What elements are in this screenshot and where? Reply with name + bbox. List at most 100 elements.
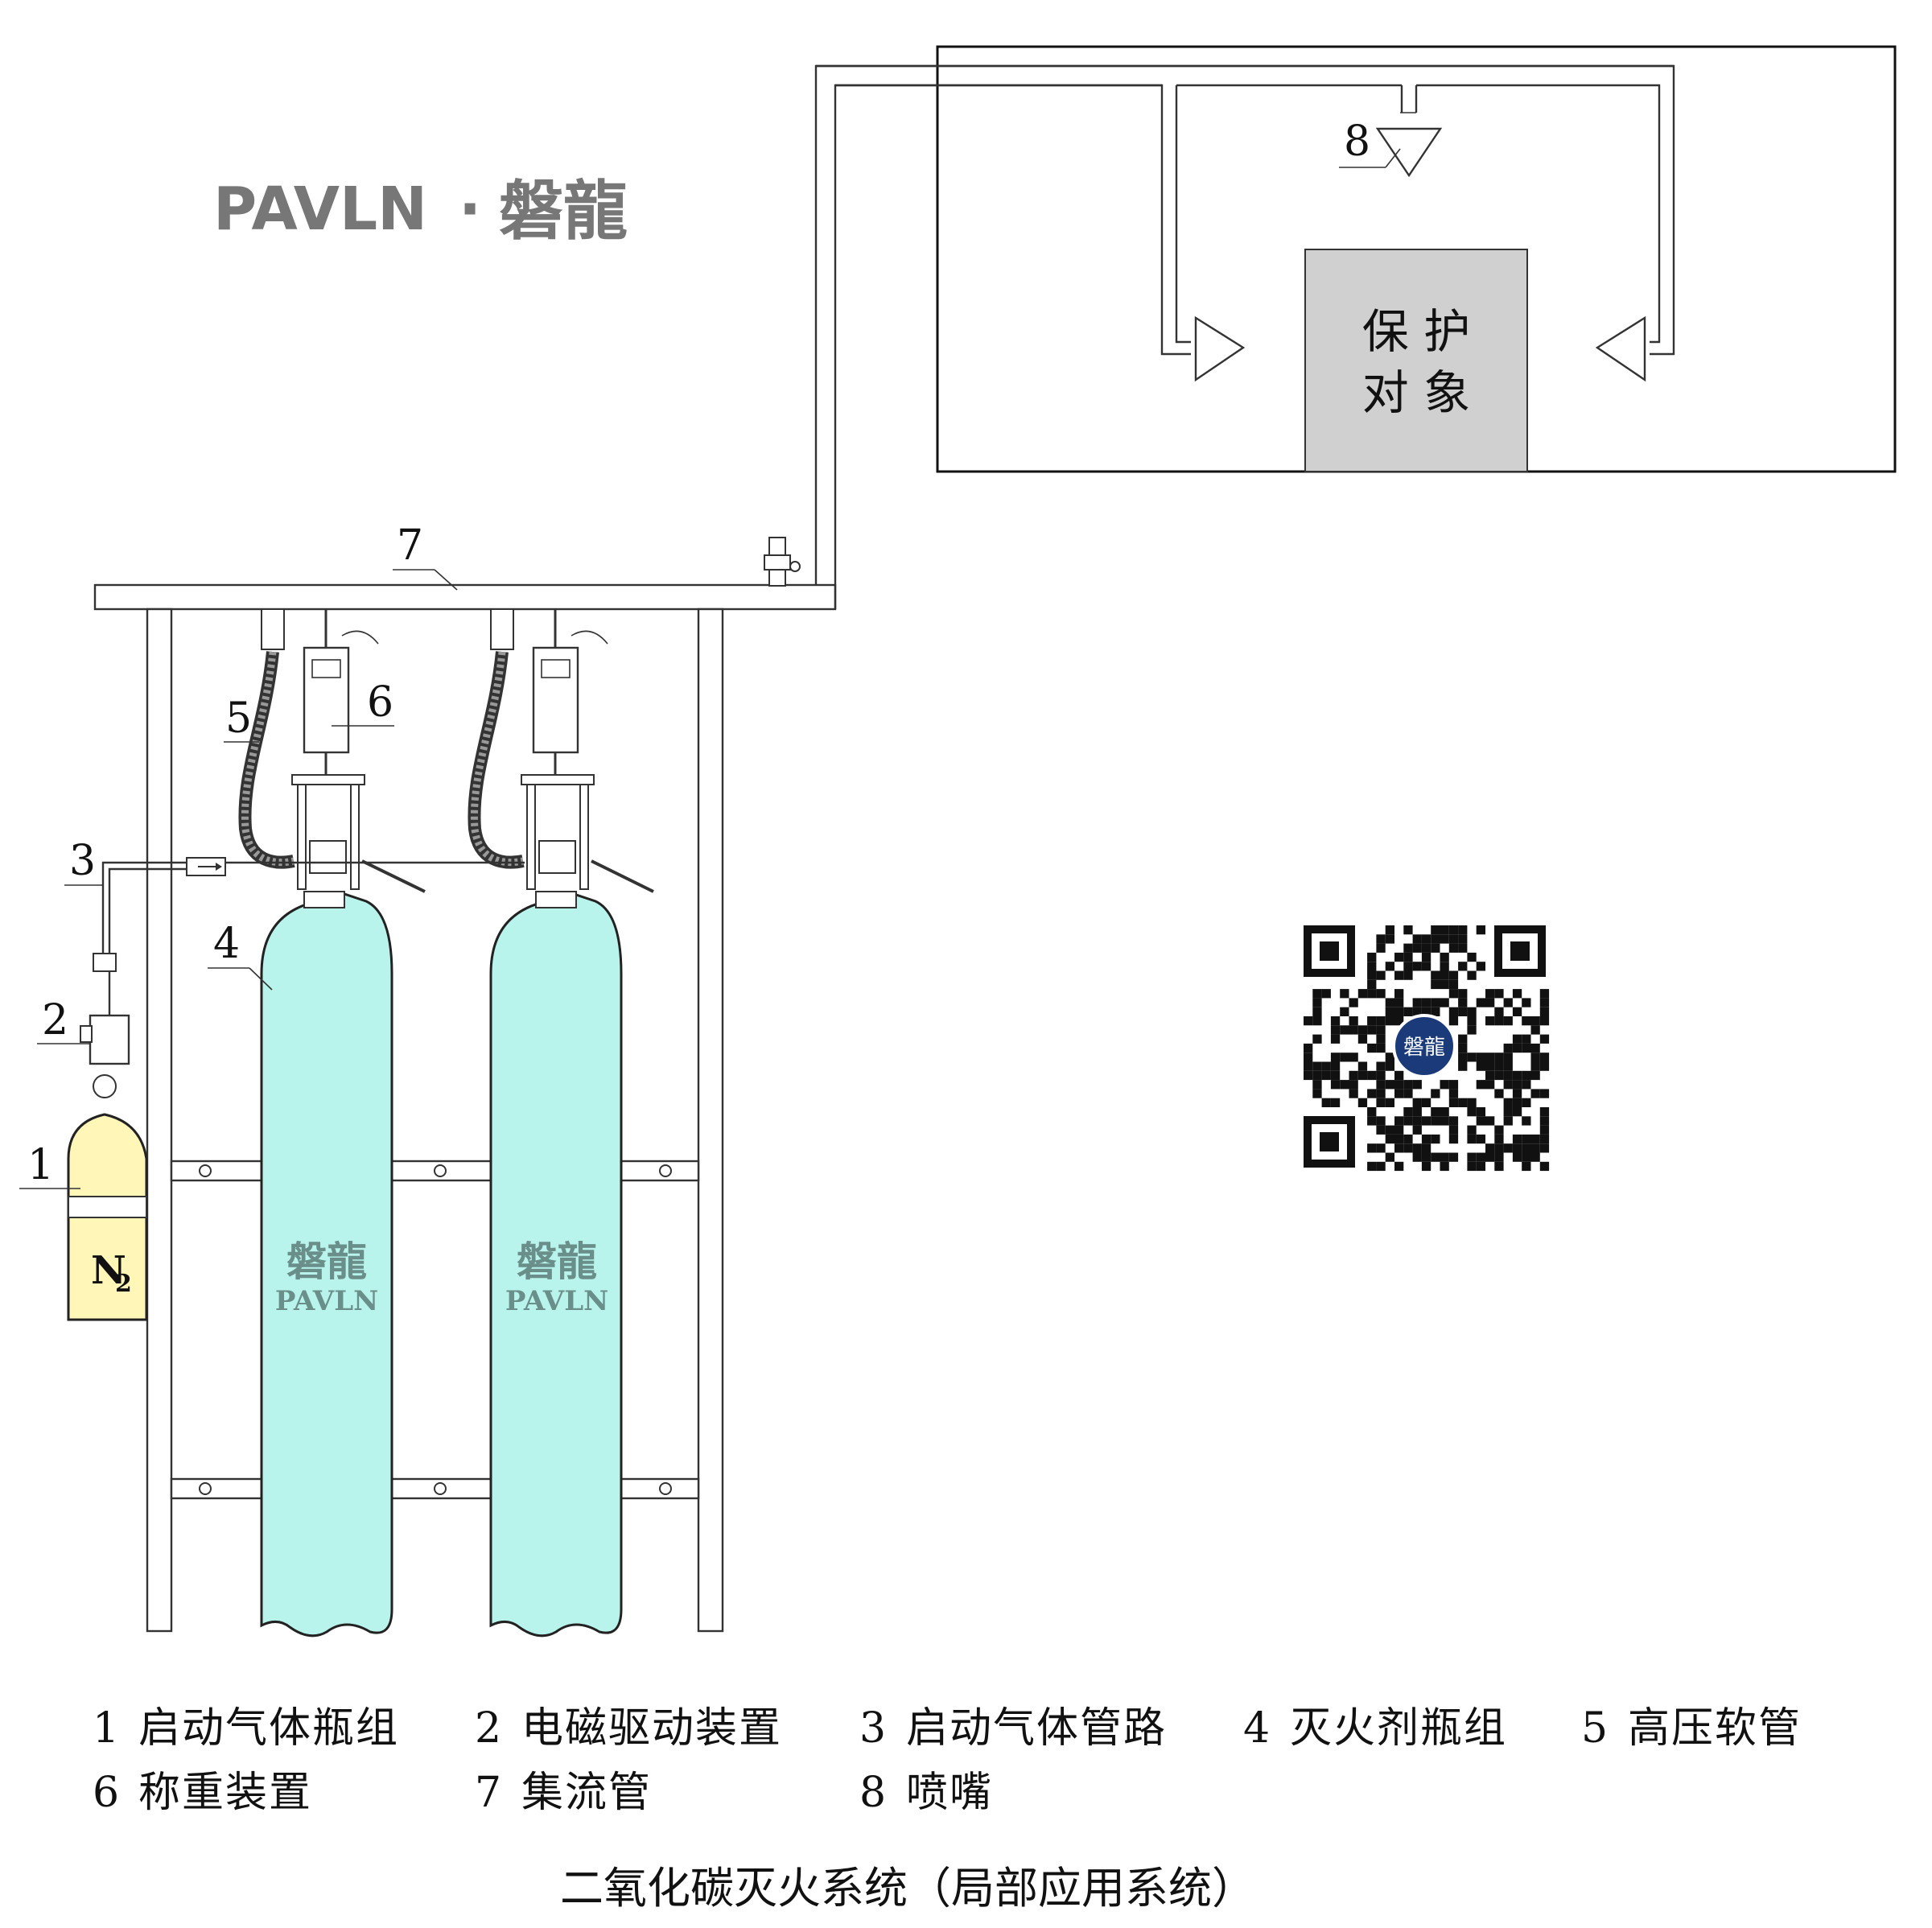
callout-3: 3 <box>69 837 96 885</box>
qr-module <box>1539 1161 1550 1172</box>
qr-module <box>1530 1143 1540 1153</box>
qr-module <box>1385 925 1394 935</box>
qr-module <box>1431 1089 1440 1098</box>
qr-module <box>1467 1016 1477 1026</box>
qr-module <box>1367 1107 1377 1117</box>
qr-module <box>1503 1061 1513 1071</box>
qr-module <box>1330 1070 1341 1081</box>
qr-module <box>1539 1143 1550 1153</box>
qr-module <box>1394 970 1404 980</box>
qr-module <box>1385 1061 1394 1071</box>
qr-module <box>1476 1134 1485 1144</box>
qr-module <box>1412 1125 1422 1135</box>
qr-module <box>1448 925 1459 935</box>
qr-module <box>1340 989 1349 999</box>
protected-object-line1: 保 护 <box>1362 304 1470 359</box>
legend-item-5: 5 高压软管 <box>1581 1704 1800 1753</box>
qr-module <box>1522 1070 1531 1081</box>
legend-item-4: 4 灭火剂瓶组 <box>1243 1704 1506 1753</box>
qr-module <box>1367 979 1377 990</box>
qr-module <box>1485 1116 1495 1126</box>
qr-module <box>1530 1089 1540 1098</box>
qr-module <box>1321 1070 1331 1081</box>
legend-text-8: 喷嘴 <box>906 1769 993 1817</box>
qr-module <box>1312 1034 1322 1044</box>
qr-module <box>1403 1080 1413 1090</box>
qr-module <box>1394 1116 1404 1126</box>
qr-module <box>1403 952 1413 962</box>
qr-module <box>1522 1034 1531 1044</box>
qr-module <box>1476 925 1485 935</box>
legend-item-2: 2 电磁驱动装置 <box>475 1704 781 1753</box>
qr-module <box>1412 1098 1422 1107</box>
agent-cylinder-2-label-cn: 磐龍 <box>517 1238 597 1285</box>
qr-module <box>1385 1125 1394 1135</box>
qr-module <box>1512 1152 1522 1162</box>
qr-module <box>1485 998 1495 1007</box>
qr-module <box>1321 1098 1331 1107</box>
starter-cylinder-gas-label: N <box>91 1248 126 1293</box>
qr-module <box>1349 1025 1358 1035</box>
qr-module <box>1340 1025 1349 1035</box>
qr-module <box>1394 952 1404 962</box>
qr-module <box>1503 1080 1513 1090</box>
protected-object-line2: 对 象 <box>1362 365 1470 420</box>
qr-module <box>1448 1116 1459 1126</box>
qr-module <box>1385 1007 1394 1016</box>
qr-module <box>1385 1134 1394 1144</box>
qr-module <box>1385 962 1394 971</box>
qr-module <box>1530 1016 1540 1026</box>
qr-module <box>1485 989 1495 999</box>
legend-item-6: 6 称重装置 <box>93 1769 311 1817</box>
qr-module <box>1431 1007 1440 1016</box>
qr-module <box>1376 1161 1386 1172</box>
qr-module <box>1476 962 1485 971</box>
logo-separator: · <box>459 175 481 244</box>
qr-module <box>1304 1053 1313 1062</box>
qr-module <box>1522 1080 1531 1090</box>
qr-module <box>1503 998 1513 1007</box>
qr-module <box>1403 970 1413 980</box>
qr-module <box>1431 1116 1440 1126</box>
qr-module <box>1330 1080 1341 1090</box>
qr-module <box>1476 1107 1485 1117</box>
qr-module <box>1376 943 1386 953</box>
qr-module <box>1512 1107 1522 1117</box>
qr-module <box>1312 1007 1322 1016</box>
qr-module <box>1503 1107 1513 1117</box>
qr-module <box>1485 1016 1495 1026</box>
qr-module <box>1539 1134 1550 1144</box>
qr-center-label: 磐龍 <box>1403 1036 1445 1060</box>
qr-module <box>1440 962 1449 971</box>
qr-module <box>1494 1143 1504 1153</box>
qr-module <box>1312 1061 1322 1071</box>
qr-module <box>1467 1161 1477 1172</box>
qr-module <box>1376 1070 1386 1081</box>
qr-module <box>1431 934 1440 944</box>
qr-code[interactable]: 磐龍 <box>1302 924 1550 1172</box>
qr-module <box>1539 1089 1550 1098</box>
qr-module <box>1385 1080 1394 1090</box>
nozzle-top <box>1375 127 1443 178</box>
qr-module <box>1530 1061 1540 1071</box>
qr-module <box>1376 1098 1386 1107</box>
cylinder-rack <box>146 608 724 1633</box>
qr-module <box>1367 1089 1377 1098</box>
qr-module <box>1421 1007 1431 1016</box>
qr-module <box>1412 943 1422 953</box>
qr-module <box>1394 989 1404 999</box>
qr-module <box>1367 970 1377 980</box>
agent-cylinder-1-label-cn: 磐龍 <box>286 1238 367 1285</box>
qr-module <box>1376 1034 1386 1044</box>
qr-module <box>1494 1161 1504 1172</box>
qr-module <box>1385 1098 1394 1107</box>
legend-item-7: 7 集流管 <box>475 1769 650 1817</box>
qr-module <box>1440 998 1449 1007</box>
qr-module <box>1431 979 1440 990</box>
nozzle-left <box>1194 315 1246 382</box>
qr-module <box>1503 1016 1513 1026</box>
qr-module <box>1467 970 1477 980</box>
qr-module <box>1421 998 1431 1007</box>
nozzle-right <box>1595 315 1646 382</box>
qr-module <box>1485 1152 1495 1162</box>
